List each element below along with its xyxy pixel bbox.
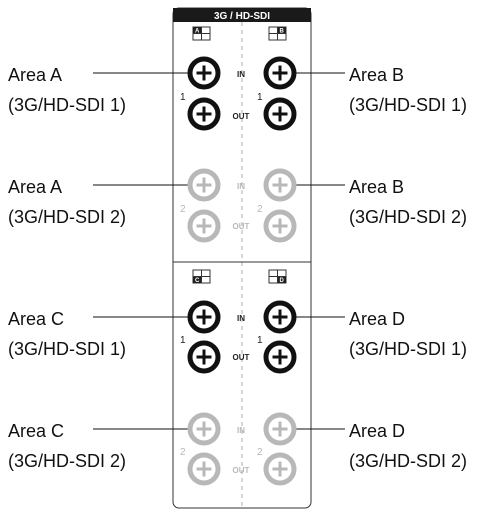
- area-a-2-sub: (3G/HD-SDI 2): [8, 207, 126, 227]
- bnc-connector-a1-out-icon: [190, 100, 218, 128]
- in-label-1: IN: [237, 70, 245, 79]
- bnc-connector-d2-out-icon: [266, 455, 294, 483]
- group-number: 1: [180, 92, 186, 103]
- group-number: 2: [180, 447, 186, 458]
- area-d-badge: D: [280, 278, 285, 284]
- bnc-connector-b1-in-icon: [266, 59, 294, 87]
- area-b-badge: B: [280, 29, 285, 35]
- bnc-connector-b2-in-icon: [266, 171, 294, 199]
- out-label-2: OUT: [233, 222, 250, 231]
- area-c-2-label: Area C: [8, 421, 64, 441]
- in-label-3: IN: [237, 314, 245, 323]
- area-d-icon: D: [268, 269, 287, 284]
- area-b-icon: B: [268, 26, 287, 41]
- area-a-2-label: Area A: [8, 177, 62, 197]
- bnc-connector-d1-in-icon: [266, 303, 294, 331]
- bnc-connector-b2-out-icon: [266, 212, 294, 240]
- bnc-connector-a1-in-icon: [190, 59, 218, 87]
- panel-header-bar: [173, 8, 311, 22]
- area-a-badge: A: [195, 29, 200, 35]
- area-d-2-label: Area D: [349, 421, 405, 441]
- bnc-connector-c1-in-icon: [190, 303, 218, 331]
- group-number: 2: [257, 204, 263, 215]
- in-label-2: IN: [237, 182, 245, 191]
- area-a-1-label: Area A: [8, 65, 62, 85]
- area-c-badge: C: [195, 278, 200, 284]
- bnc-connector-a2-out-icon: [190, 212, 218, 240]
- out-label-4: OUT: [233, 466, 250, 475]
- bnc-connector-d1-out-icon: [266, 343, 294, 371]
- panel-header: 3G / HD-SDI: [214, 11, 270, 22]
- out-label-3: OUT: [233, 353, 250, 362]
- bnc-connector-b1-out-icon: [266, 100, 294, 128]
- area-b-2-sub: (3G/HD-SDI 2): [349, 207, 467, 227]
- bnc-connector-c2-in-icon: [190, 415, 218, 443]
- area-b-1-sub: (3G/HD-SDI 1): [349, 95, 467, 115]
- area-b-1-label: Area B: [349, 65, 404, 85]
- bnc-connector-c2-out-icon: [190, 455, 218, 483]
- area-c-2-sub: (3G/HD-SDI 2): [8, 451, 126, 471]
- area-d-1-label: Area D: [349, 309, 405, 329]
- area-b-2-label: Area B: [349, 177, 404, 197]
- group-number: 2: [180, 204, 186, 215]
- group-number: 2: [257, 447, 263, 458]
- area-c-1-sub: (3G/HD-SDI 1): [8, 339, 126, 359]
- group-number: 1: [257, 335, 263, 346]
- area-c-1-label: Area C: [8, 309, 64, 329]
- area-d-2-sub: (3G/HD-SDI 2): [349, 451, 467, 471]
- in-label-4: IN: [237, 426, 245, 435]
- group-number: 1: [180, 335, 186, 346]
- area-c-icon: C: [192, 269, 211, 284]
- area-a-1-sub: (3G/HD-SDI 1): [8, 95, 126, 115]
- out-label-1: OUT: [233, 112, 250, 121]
- bnc-connector-c1-out-icon: [190, 343, 218, 371]
- area-a-icon: A: [192, 26, 211, 41]
- leader-lines: [93, 72, 345, 430]
- bnc-connector-d2-in-icon: [266, 415, 294, 443]
- group-number: 1: [257, 92, 263, 103]
- bnc-connector-a2-in-icon: [190, 171, 218, 199]
- area-d-1-sub: (3G/HD-SDI 1): [349, 339, 467, 359]
